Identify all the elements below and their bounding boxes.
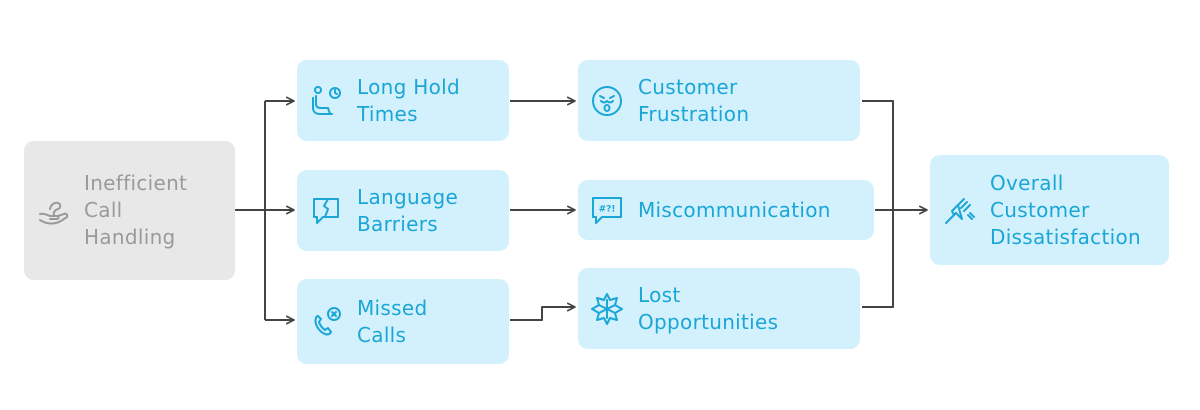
node-label: Lost Opportunities [638, 282, 779, 334]
node-label: Miscommunication [638, 197, 831, 222]
node-label: Customer Frustration [638, 74, 750, 126]
missed-call-icon [309, 305, 343, 339]
arrow-missed-to-lost [510, 302, 576, 321]
node-label: Language Barriers [357, 184, 459, 236]
node-customer-frustration: Customer Frustration [578, 60, 860, 141]
svg-text:#?!: #?! [599, 205, 616, 215]
node-miscommunication: #?! Miscommunication [578, 180, 874, 240]
broken-fork-icon [942, 193, 976, 227]
node-inefficient-call-handling: Inefficient Call Handling [24, 141, 235, 280]
waiting-clock-icon [309, 84, 343, 118]
symbols-speech-bubble-icon: #?! [590, 193, 624, 227]
node-lost-opportunities: Lost Opportunities [578, 268, 860, 349]
node-overall-customer-dissatisfaction: Overall Customer Dissatisfaction [930, 155, 1169, 265]
node-label: Overall Customer Dissatisfaction [990, 170, 1141, 249]
node-language-barriers: Language Barriers [297, 170, 509, 251]
node-label: Inefficient Call Handling [84, 171, 188, 249]
node-label: Missed Calls [357, 295, 428, 347]
connector-frustration-out [862, 100, 894, 308]
frustrated-face-icon [590, 84, 624, 118]
node-missed-calls: Missed Calls [297, 279, 509, 364]
node-long-hold-times: Long Hold Times [297, 60, 509, 141]
hand-icon [36, 194, 70, 228]
shattered-icon [590, 292, 624, 326]
broken-speech-bubble-icon [309, 194, 343, 228]
node-label: Long Hold Times [357, 74, 460, 126]
